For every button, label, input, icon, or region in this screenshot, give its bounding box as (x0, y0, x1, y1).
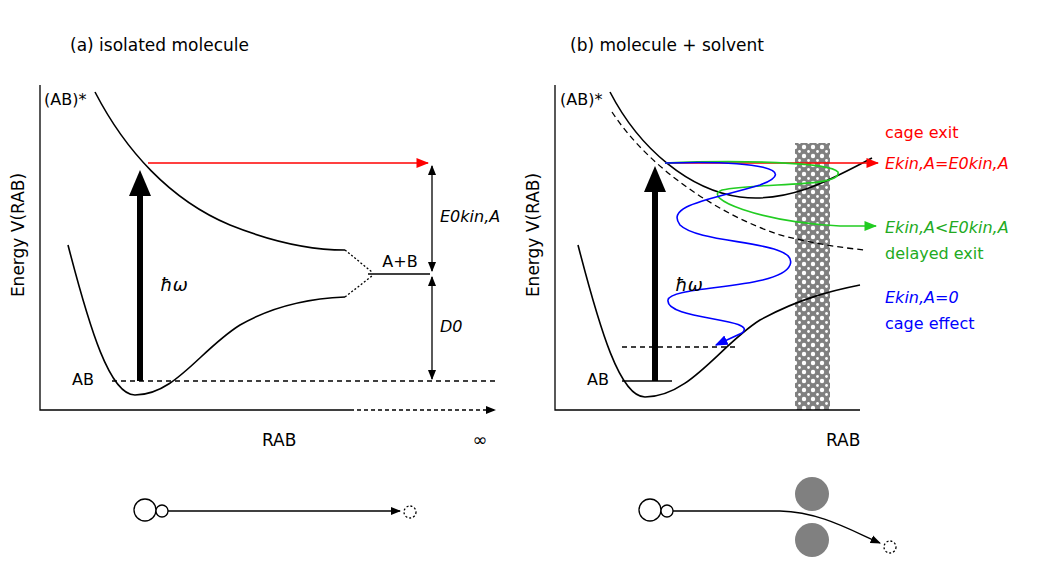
axes (40, 85, 350, 410)
excitation-arrow (137, 194, 143, 381)
atom-b (156, 505, 168, 517)
atom-b-final (404, 506, 416, 518)
trajectory (673, 511, 880, 543)
panel-a (40, 85, 495, 521)
ground-level (622, 380, 672, 381)
ground-curve (68, 245, 345, 395)
panel-title: (a) isolated molecule (70, 36, 249, 55)
excited-curve-solvent (610, 92, 872, 198)
arrowhead (129, 170, 151, 196)
solvent-atom (795, 523, 829, 557)
photon-label: ħω (675, 275, 703, 295)
axis-label: RAB (826, 431, 860, 450)
correlation-line (345, 250, 372, 272)
outcome-label: delayed exit (885, 245, 984, 263)
ground-curve (578, 245, 860, 397)
caged-path (665, 162, 791, 345)
energy-label: D0 (440, 318, 463, 336)
trajectory (168, 510, 400, 511)
correlation-line (345, 276, 372, 297)
axis-label: ∞ (473, 430, 488, 450)
panel-b (555, 85, 896, 557)
atom-a (134, 499, 156, 521)
state-label: (AB)* (44, 91, 86, 109)
state-label: (AB)* (560, 91, 602, 109)
axis-extension (350, 409, 495, 410)
asymptote-level (368, 273, 430, 274)
energy-label: Ekin,A=0 (885, 289, 959, 307)
excitation-arrow (652, 190, 658, 381)
atom-a (639, 499, 661, 521)
axis-label: Energy V(RAB) (9, 173, 28, 297)
atom-b (661, 505, 673, 517)
arrowhead (644, 166, 666, 192)
axes (555, 85, 860, 410)
state-label: AB (587, 371, 609, 389)
state-label: AB (72, 371, 94, 389)
ground-level (112, 380, 495, 381)
outcome-label: cage exit (885, 124, 958, 142)
panel-title: (b) molecule + solvent (570, 36, 764, 55)
axis-label: RAB (262, 431, 296, 450)
solvent-atom (795, 477, 829, 511)
photon-label: ħω (160, 275, 188, 295)
atom-b-final (884, 541, 896, 553)
energy-label: E0kin,A (440, 208, 500, 226)
energy-label: Ekin,A=E0kin,A (885, 155, 1009, 173)
relaxed-level (622, 346, 735, 347)
state-label: A+B (382, 253, 417, 271)
energy-label: Ekin,A<E0kin,A (885, 219, 1009, 237)
axis-label: Energy V(RAB) (524, 173, 543, 297)
excited-curve (95, 92, 345, 250)
outcome-label: cage effect (885, 315, 974, 333)
delayed-exit-path (665, 162, 876, 226)
energy-bracket (431, 277, 432, 379)
energy-bracket (431, 166, 432, 271)
dissociation-arrow (148, 162, 428, 164)
